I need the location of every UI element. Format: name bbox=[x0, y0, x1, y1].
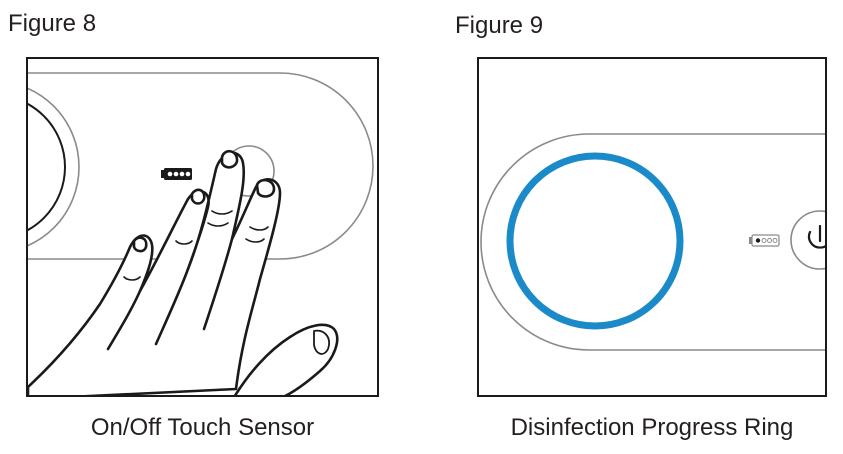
power-icon bbox=[807, 230, 825, 249]
figure-9-title: Figure 9 bbox=[455, 12, 544, 39]
figure-9-caption: Disinfection Progress Ring bbox=[510, 414, 794, 441]
figure-9-illustration bbox=[480, 133, 825, 351]
figure-8-caption: On/Off Touch Sensor bbox=[90, 414, 315, 441]
hand-icon bbox=[28, 149, 339, 395]
figure-8-illustration bbox=[28, 72, 374, 395]
device-dial-outer bbox=[28, 87, 80, 247]
battery-icon bbox=[749, 234, 780, 247]
figure-9-panel bbox=[477, 57, 827, 397]
device-outline bbox=[28, 72, 374, 260]
device-outline bbox=[480, 133, 825, 351]
progress-ring bbox=[506, 152, 684, 330]
battery-icon bbox=[161, 168, 192, 180]
figure-8-panel bbox=[26, 57, 379, 397]
device-dial-inner bbox=[28, 102, 66, 232]
power-button bbox=[790, 210, 825, 270]
figure-8-title: Figure 8 bbox=[8, 10, 97, 37]
